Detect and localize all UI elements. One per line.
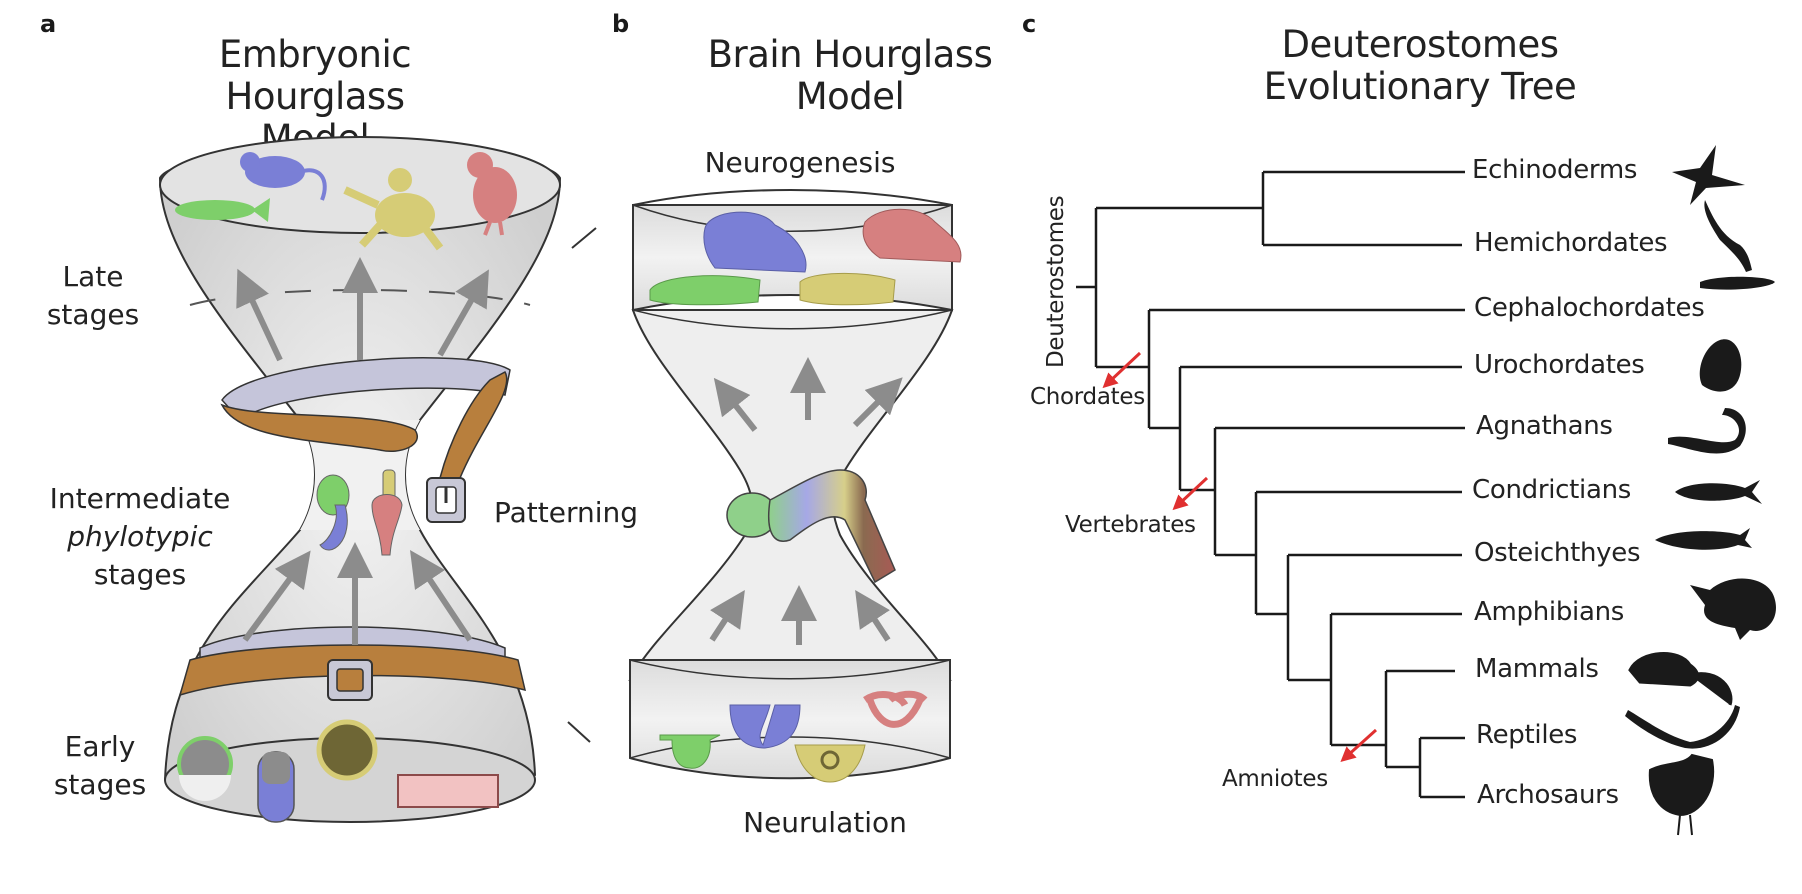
late-stages-line1: Late — [62, 260, 124, 293]
hourglass-b-bottom-rim — [629, 659, 951, 680]
late-stage-zebrafish — [175, 198, 270, 222]
hourglass-a-dashed-line — [189, 289, 531, 306]
panel-c-title-line2: Evolutionary Tree — [1263, 65, 1577, 108]
neurulation-label: Neurulation — [743, 806, 907, 839]
b-arrow-low-right — [855, 589, 891, 642]
intermediate-line1: Intermediate — [49, 482, 231, 515]
b-arrow-up-left — [713, 377, 758, 432]
panel-b-letter: b — [612, 10, 630, 38]
hourglass-b-top-rim — [632, 189, 953, 206]
sea-squirt-icon — [1699, 339, 1742, 392]
late-stages-label: Late stages — [38, 258, 148, 334]
chicken-icon — [1648, 753, 1715, 836]
neurulation-frog-tube — [820, 750, 840, 770]
neurulation-chick — [863, 690, 928, 728]
taxon-amphibians: Amphibians — [1474, 597, 1625, 627]
early-stages-line1: Early — [64, 730, 136, 763]
panel-b-title-line2: Model — [795, 75, 905, 118]
arrow-up-right — [437, 269, 489, 357]
brain-hourglass — [628, 189, 962, 783]
late-stages-line2: stages — [46, 298, 140, 331]
panel-a-letter: a — [40, 10, 57, 38]
clade-vertebrates: Vertebrates — [1065, 512, 1196, 538]
arrow-low-right — [410, 550, 473, 642]
panel-a-title-line1: Embryonic Hourglass — [218, 33, 412, 118]
clade-amniotes: Amniotes — [1222, 766, 1328, 792]
taxon-echinoderms: Echinoderms — [1472, 155, 1638, 185]
early-stages-label: Early stages — [45, 728, 155, 804]
panel-c-title-line1: Deuterostomes — [1281, 23, 1559, 66]
vertebrates-arrow — [1172, 476, 1209, 511]
b-arrow-up-right — [852, 377, 903, 428]
taxon-condrictians: Condrictians — [1472, 475, 1632, 505]
panel-b-title: Brain Hourglass Model — [685, 34, 1015, 118]
arrow-low-left — [242, 550, 311, 642]
brain-chick — [862, 208, 962, 263]
chordates-arrow — [1102, 351, 1142, 389]
starfish-icon — [1672, 145, 1745, 205]
amniotes-arrow — [1340, 728, 1378, 763]
early-stage-embryos — [177, 719, 499, 823]
connector-dash-bottom — [567, 721, 591, 743]
neurulation-zebrafish — [659, 734, 721, 769]
panel-c-letter: c — [1022, 10, 1037, 38]
connector-dash-top — [571, 227, 597, 249]
intermediate-stages-label: Intermediate phylotypic stages — [40, 480, 240, 594]
brain-frog — [799, 272, 896, 306]
hourglass-b-top-bottom-edge — [632, 309, 953, 330]
intermediate-line2-phylotypic: phylotypic — [67, 520, 213, 553]
neurulation-frog — [794, 744, 866, 783]
neurogenesis-label: Neurogenesis — [704, 146, 896, 179]
early-stages-line2: stages — [53, 768, 147, 801]
late-stage-frog — [343, 168, 444, 251]
mouse-icon — [1628, 652, 1733, 706]
taxon-cephalochordates: Cephalochordates — [1474, 293, 1705, 323]
embryonic-hourglass — [158, 136, 562, 823]
lower-buckle-inner — [336, 668, 364, 692]
brain-mouse — [703, 211, 807, 273]
late-stage-mouse — [240, 152, 327, 201]
taxon-osteichthyes: Osteichthyes — [1474, 538, 1641, 568]
frog-icon — [1690, 578, 1776, 640]
upper-band — [221, 357, 511, 422]
phylogenetic-tree — [1076, 170, 1465, 799]
panel-b-title-line1: Brain Hourglass — [707, 33, 993, 76]
deuterostomes-root-label: Deuterostomes — [1043, 195, 1069, 368]
late-stage-chick — [467, 152, 517, 236]
neurulation-mouse — [729, 704, 801, 749]
taxon-agnathans: Agnathans — [1476, 411, 1613, 441]
shark-icon — [1675, 480, 1762, 504]
bony-fish-icon — [1655, 528, 1752, 550]
acorn-worm-icon — [1704, 200, 1752, 272]
patterning-label: Patterning — [494, 496, 639, 529]
intermediate-line3: stages — [93, 558, 187, 591]
upper-belt-left — [220, 403, 418, 452]
taxon-archosaurs: Archosaurs — [1477, 780, 1619, 810]
clade-chordates: Chordates — [1030, 384, 1145, 410]
taxon-mammals: Mammals — [1475, 654, 1599, 684]
lizard-icon — [1625, 705, 1740, 749]
panel-c-title: Deuterostomes Evolutionary Tree — [1205, 24, 1635, 108]
taxon-hemichordates: Hemichordates — [1474, 228, 1668, 258]
b-arrow-low-left — [709, 589, 745, 642]
arrow-up-left — [236, 268, 283, 362]
lamprey-icon — [1668, 408, 1746, 454]
phylotypic-embryos — [316, 469, 403, 556]
lancelet-icon — [1700, 276, 1775, 290]
brain-zebrafish — [649, 275, 761, 306]
taxon-reptiles: Reptiles — [1476, 720, 1578, 750]
neural-tube — [726, 469, 896, 584]
taxon-urochordates: Urochordates — [1474, 350, 1645, 380]
